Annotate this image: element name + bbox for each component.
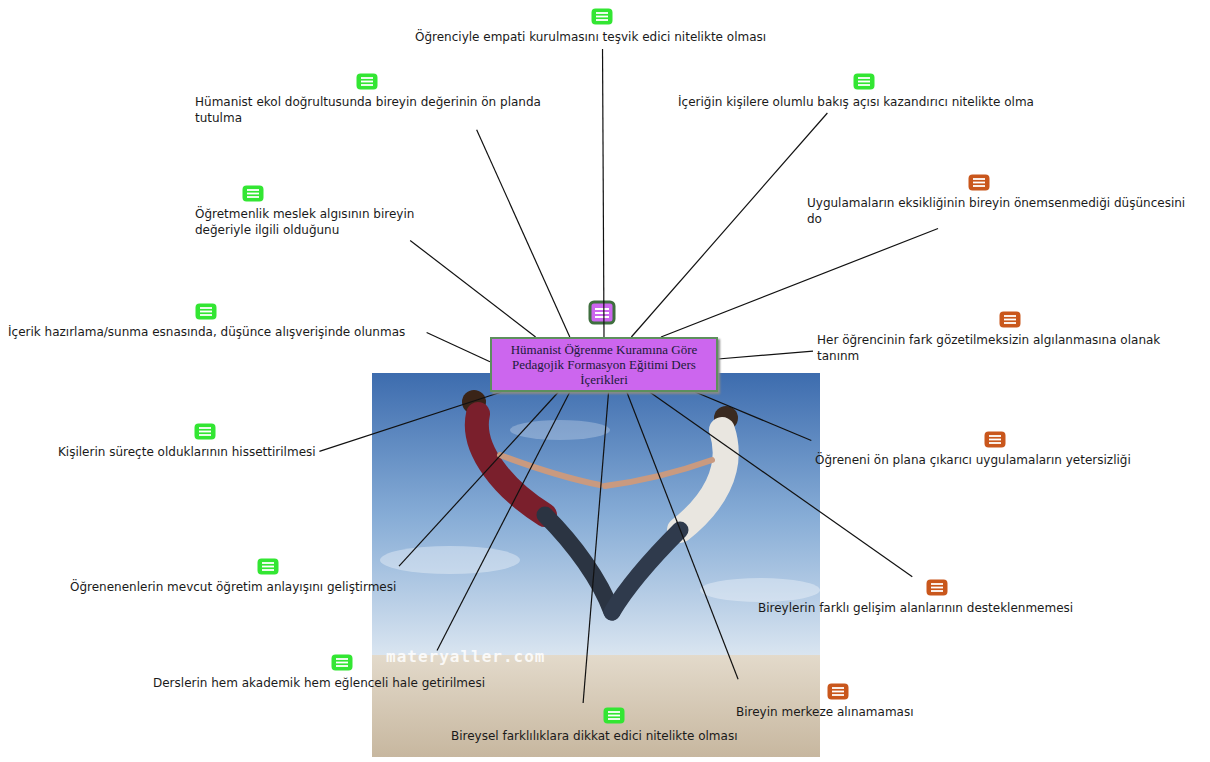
topic-note: Bireylerin farklı gelişim alanlarının de…: [758, 579, 1073, 616]
topic-note: Öğrenciyle empati kurulmasını teşvik edi…: [415, 8, 790, 45]
connector-line: [477, 130, 570, 337]
connector-line: [603, 49, 604, 337]
topic-note: İçeriğin kişilere olumlu bakış açısı kaz…: [678, 73, 1058, 110]
central-box: Hümanist Öğrenme Kuramına Göre Pedagojik…: [490, 337, 718, 392]
topic-note: İçerik hazırlama/sunma esnasında, düşünc…: [8, 303, 423, 340]
topic-text: Bireylerin farklı gelişim alanlarının de…: [758, 600, 1073, 616]
topic-note: Öğretmenlik meslek algısının bireyin değ…: [195, 185, 460, 238]
topic-note: Uygulamaların eksikliğinin bireyin önems…: [807, 174, 1192, 227]
topic-text: Uygulamaların eksikliğinin bireyin önems…: [807, 195, 1192, 227]
topic-text: Hümanist ekol doğrultusunda bireyin değe…: [195, 94, 545, 126]
note-icon: [591, 8, 613, 25]
topic-text: Bireysel farklılıklara dikkat edici nite…: [451, 728, 737, 744]
topic-text: Her öğrencinin fark gözetilmeksizin algı…: [817, 332, 1202, 364]
connector-line: [399, 392, 558, 566]
connector-line: [661, 228, 938, 337]
note-icon: [356, 73, 378, 90]
connector-line: [583, 392, 608, 703]
watermark: materyaller.com: [386, 647, 546, 666]
topic-note: Kişilerin süreçte olduklarının hissettir…: [58, 423, 316, 460]
note-icon: [827, 683, 849, 700]
topic-text: Öğrenenenlerin mevcut öğretim anlayışını…: [70, 579, 396, 595]
connector-line: [427, 332, 490, 361]
connector-line: [650, 392, 913, 577]
note-icon: [968, 174, 990, 191]
connector-line: [631, 113, 827, 337]
connector-line: [695, 392, 811, 441]
topic-note: Bireysel farklılıklara dikkat edici nite…: [451, 707, 737, 744]
connector-line: [627, 392, 738, 679]
note-icon: [926, 579, 948, 596]
topic-text: Derslerin hem akademik hem eğlenceli hal…: [153, 675, 485, 691]
central-title: Hümanist Öğrenme Kuramına Göre Pedagojik…: [498, 342, 710, 387]
note-icon: [195, 303, 217, 320]
topic-text: Öğreneni ön plana çıkarıcı uygulamaların…: [815, 452, 1131, 468]
topic-note: Öğrenenenlerin mevcut öğretim anlayışını…: [70, 558, 396, 595]
topic-text: Bireyin merkeze alınamaması: [736, 704, 914, 720]
topic-note: Hümanist ekol doğrultusunda bireyin değe…: [195, 73, 545, 126]
note-icon: [242, 185, 264, 202]
connector-line: [437, 392, 570, 650]
note-icon: [999, 311, 1021, 328]
note-icon: [853, 73, 875, 90]
topic-text: İçeriğin kişilere olumlu bakış açısı kaz…: [678, 94, 1058, 110]
note-icon: [331, 654, 353, 671]
topic-note: Bireyin merkeze alınamaması: [736, 683, 914, 720]
topic-text: Öğretmenlik meslek algısının bireyin değ…: [195, 206, 460, 238]
connector-line: [410, 240, 535, 337]
topic-note: Öğreneni ön plana çıkarıcı uygulamaların…: [815, 431, 1131, 468]
topic-note: Her öğrencinin fark gözetilmeksizin algı…: [817, 311, 1202, 364]
note-icon: [257, 558, 279, 575]
connector-line: [718, 351, 813, 359]
topic-text: Kişilerin süreçte olduklarının hissettir…: [58, 444, 316, 460]
note-icon: [603, 707, 625, 724]
note-icon: [984, 431, 1006, 448]
note-icon: [194, 423, 216, 440]
topic-text: İçerik hazırlama/sunma esnasında, düşünc…: [8, 324, 423, 340]
topic-text: Öğrenciyle empati kurulmasını teşvik edi…: [415, 29, 790, 45]
connector-line: [319, 392, 501, 451]
